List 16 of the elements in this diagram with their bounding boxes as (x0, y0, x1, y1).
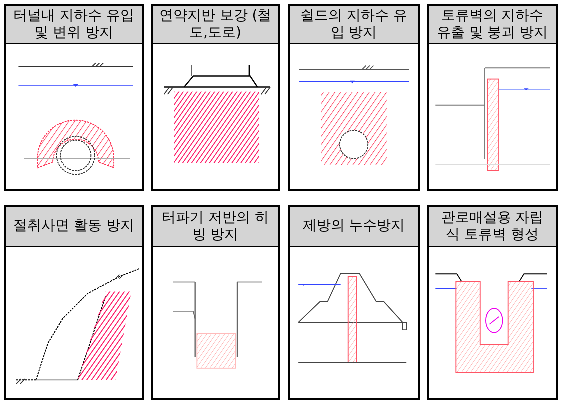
panel-title: 연약지반 보강 (철도,도로) (159, 8, 272, 42)
panel (151, 205, 280, 400)
panel (427, 4, 558, 191)
panel-title: 제방의 누수방지 (302, 218, 406, 235)
panel (288, 205, 420, 400)
panel-title: 관로매설용 자립식 토류벽 형성 (440, 210, 545, 244)
panel-title: 토류벽의 지하수 유출 및 붕괴 방지 (436, 8, 550, 42)
panel (4, 4, 144, 191)
panel (288, 4, 420, 191)
panel-title: 쉴드의 지하수 유입 방지 (300, 8, 408, 42)
panel-title: 절취사면 활동 방지 (14, 218, 134, 235)
panel (4, 205, 144, 400)
panel (151, 4, 280, 191)
panel-title: 터널내 지하수 유입 및 변위 방지 (12, 8, 136, 42)
panel-title: 터파기 저반의 히빙 방지 (161, 210, 270, 244)
panel (427, 205, 558, 400)
